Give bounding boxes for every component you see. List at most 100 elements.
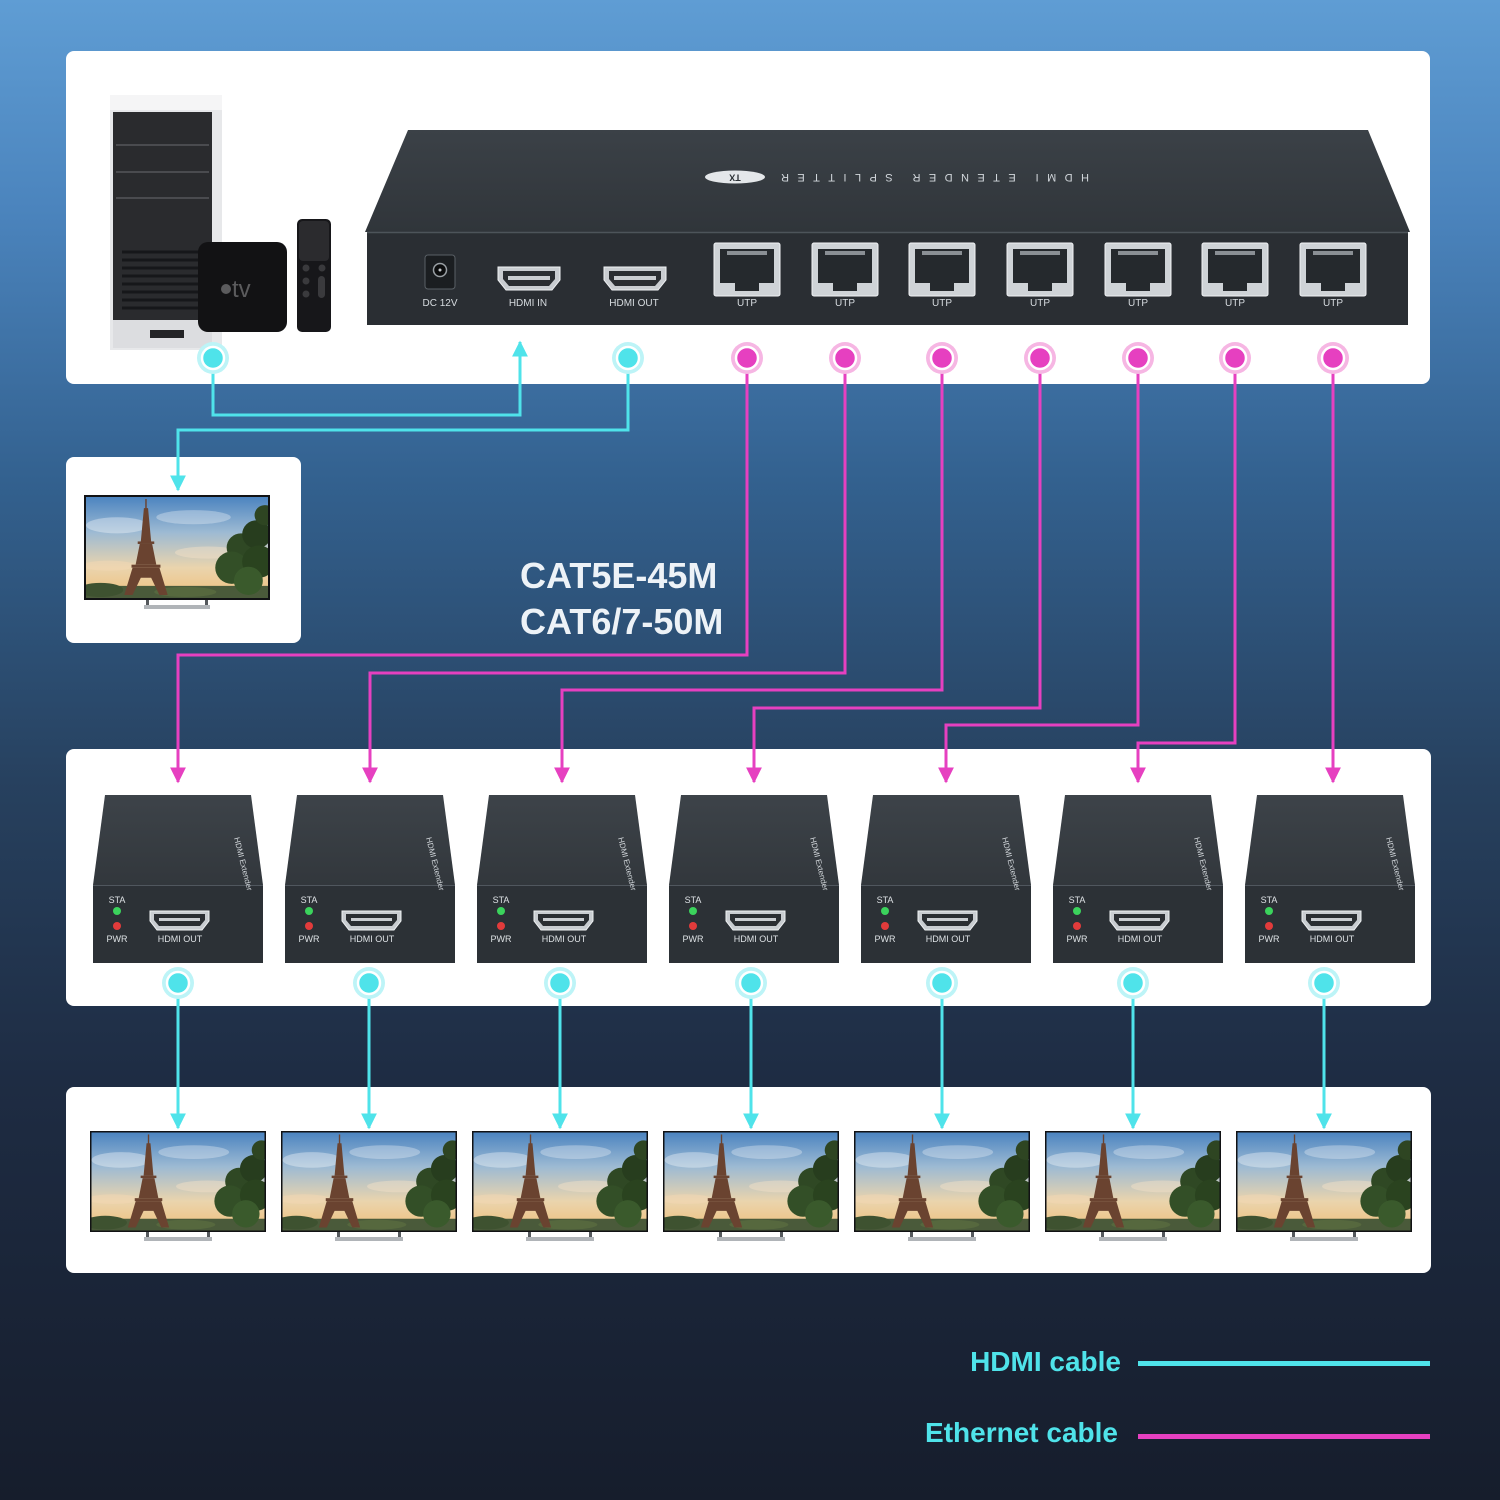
- utp-port: UTP: [908, 242, 976, 309]
- utp-port-label: UTP: [737, 298, 757, 309]
- hdmi-connection-dot: [926, 967, 958, 999]
- utp-port: UTP: [713, 242, 781, 309]
- utp-port-label: UTP: [932, 298, 952, 309]
- status-led: [497, 907, 505, 915]
- hdmi-connection-dot-core: [738, 970, 764, 996]
- tv-stand-bar: [1099, 1237, 1167, 1241]
- ethernet-connection-dot: [1122, 342, 1154, 374]
- hdmi-connection-dot: [162, 967, 194, 999]
- receiver-top-face: [93, 795, 263, 885]
- hdmi-out-port: HDMI OUT: [603, 266, 667, 309]
- power-led-label: PWR: [491, 934, 512, 944]
- status-led-label: STA: [1069, 895, 1086, 905]
- status-led-label: STA: [109, 895, 126, 905]
- receiver-hdmi-pins: [735, 918, 776, 921]
- tv-stand-leg: [337, 1232, 340, 1241]
- hdmi-connection-dot: [353, 967, 385, 999]
- power-led-label: PWR: [683, 934, 704, 944]
- splitter-top-face: [365, 130, 1410, 232]
- ethernet-connection-dot-core: [1320, 345, 1346, 371]
- tv-stand-bar: [717, 1237, 785, 1241]
- tv-stand-leg: [1353, 1232, 1356, 1241]
- rj45-notch: [735, 282, 759, 291]
- power-led: [689, 922, 697, 930]
- tv-stand-leg: [589, 1232, 592, 1241]
- tv-stand-bar: [1290, 1237, 1358, 1241]
- receiver-hdmi-pins: [1311, 918, 1352, 921]
- tv-stand-leg: [1292, 1232, 1295, 1241]
- ethernet-connection-dot-core: [1125, 345, 1151, 371]
- ethernet-connection-dot-core: [734, 345, 760, 371]
- display-tv: [281, 1131, 457, 1241]
- receiver-hdmi-out-label: HDMI OUT: [926, 934, 971, 944]
- tv-stand-leg: [1162, 1232, 1165, 1241]
- ethernet-cable: [554, 372, 944, 784]
- rj45-pins: [1313, 251, 1353, 255]
- tx-badge: [705, 170, 765, 184]
- tv-stand-bar: [144, 1237, 212, 1241]
- status-led-label: STA: [493, 895, 510, 905]
- utp-port: UTP: [1201, 242, 1269, 309]
- receiver-hdmi-out-label: HDMI OUT: [350, 934, 395, 944]
- apple-tv-body: [198, 242, 287, 332]
- hdmi-connection-dot-core: [615, 345, 641, 371]
- ethernet-cable: [170, 372, 749, 784]
- status-led-label: STA: [301, 895, 318, 905]
- apple-tv-label: tv: [232, 276, 251, 303]
- status-led: [1073, 907, 1081, 915]
- hdmi-connection-dot: [544, 967, 576, 999]
- receiver-hdmi-pins: [1119, 918, 1160, 921]
- splitter-model-label: HDMI ETENDER SPLITTER: [781, 171, 1089, 183]
- dc-port-label: DC 12V: [422, 298, 457, 309]
- utp-port: UTP: [811, 242, 879, 309]
- power-led: [305, 922, 313, 930]
- legend-ethernet-label: Ethernet cable: [925, 1417, 1118, 1448]
- tv-stand-leg: [719, 1232, 722, 1241]
- remote-volume-button: [318, 276, 325, 298]
- power-led: [113, 922, 121, 930]
- ethernet-connection-dot-core: [929, 345, 955, 371]
- rj45-pins: [1215, 251, 1255, 255]
- display-group: [90, 1131, 1412, 1241]
- status-led-label: STA: [685, 895, 702, 905]
- hdmi-connection-dot-core: [547, 970, 573, 996]
- receiver-top-face: [477, 795, 647, 885]
- utp-port-label: UTP: [1128, 298, 1148, 309]
- tv-stand-leg: [398, 1232, 401, 1241]
- hdmi-cable-source-to-hdmi-in: [211, 340, 528, 417]
- receiver-hdmi-out-label: HDMI OUT: [158, 934, 203, 944]
- tv-screen-image: [1046, 1132, 1220, 1231]
- receiver-hdmi-pins: [159, 918, 200, 921]
- rj45-notch: [833, 282, 857, 291]
- hdmi-connection-dot-core: [929, 970, 955, 996]
- power-led-label: PWR: [1067, 934, 1088, 944]
- receiver-hdmi-pins: [351, 918, 392, 921]
- tv-stand-bar: [908, 1237, 976, 1241]
- cable-length-spec: CAT5E-45M CAT6/7-50M: [520, 553, 723, 645]
- power-led-label: PWR: [875, 934, 896, 944]
- tv-stand-leg: [780, 1232, 783, 1241]
- receiver-top-face: [285, 795, 455, 885]
- local-monitor-screen: [86, 497, 268, 598]
- dc-jack-pin: [438, 268, 442, 272]
- rj45-notch: [1126, 282, 1150, 291]
- ethernet-connection-dot: [926, 342, 958, 374]
- apple-logo-icon: [221, 284, 231, 294]
- tv-stand-leg: [207, 1232, 210, 1241]
- tv-screen-image: [664, 1132, 838, 1231]
- power-led: [1073, 922, 1081, 930]
- receiver-top-face: [1245, 795, 1415, 885]
- status-led: [1265, 907, 1273, 915]
- hdmi-in-port: HDMI IN: [497, 266, 561, 309]
- utp-port-label: UTP: [1225, 298, 1245, 309]
- receiver-hdmi-out-label: HDMI OUT: [734, 934, 779, 944]
- rj45-pins: [825, 251, 865, 255]
- status-led: [305, 907, 313, 915]
